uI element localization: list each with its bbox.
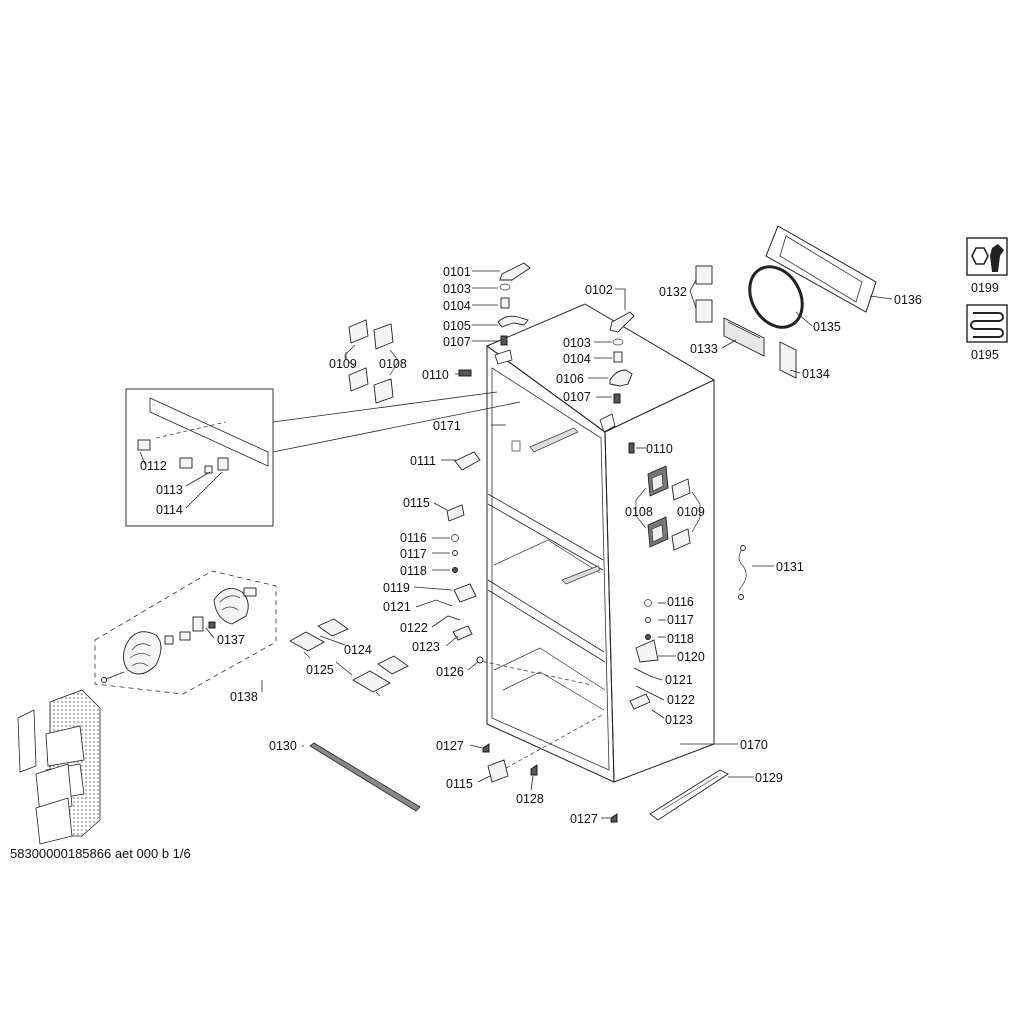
- top-hinge-left: [497, 262, 531, 346]
- label-0135: 0135: [813, 320, 841, 334]
- label-0117: 0117: [667, 613, 694, 627]
- label-0171: 0171: [433, 419, 461, 433]
- label-0119: 0119: [383, 581, 410, 595]
- label-0118: 0118: [667, 632, 694, 646]
- control-parts: [695, 225, 877, 379]
- label-0123: 0123: [665, 713, 693, 727]
- appliance-overview-icon: [17, 689, 101, 845]
- label-0121: 0121: [383, 600, 411, 614]
- label-0195: 0195: [971, 348, 999, 362]
- small-fittings: [446, 369, 747, 823]
- document-reference: 58300000185866 aet 000 b 1/6: [10, 846, 191, 861]
- part-labels: 0101 0103 0104 0105 0107 0102 0103 0104 …: [140, 265, 999, 826]
- leader-lines: [139, 270, 893, 819]
- label-0109: 0109: [329, 357, 357, 371]
- label-0199: 0199: [971, 281, 999, 295]
- wrench-nut-icon: [966, 237, 1008, 276]
- label-0138: 0138: [230, 690, 258, 704]
- label-0128: 0128: [516, 792, 544, 806]
- label-0120: 0120: [677, 650, 705, 664]
- gasket-strip: [309, 742, 421, 812]
- label-0111: 0111: [410, 454, 436, 468]
- label-0125: 0125: [306, 663, 334, 677]
- label-0127: 0127: [570, 812, 598, 826]
- label-0118: 0118: [400, 564, 427, 578]
- label-0116: 0116: [400, 531, 427, 545]
- label-0121: 0121: [665, 673, 693, 687]
- label-0133: 0133: [690, 342, 718, 356]
- label-0130: 0130: [269, 739, 297, 753]
- label-0170: 0170: [740, 738, 768, 752]
- label-0123: 0123: [412, 640, 440, 654]
- label-0129: 0129: [755, 771, 783, 785]
- label-0122: 0122: [400, 621, 428, 635]
- detail-box: [125, 388, 521, 527]
- label-0108: 0108: [379, 357, 407, 371]
- label-0103: 0103: [563, 336, 591, 350]
- label-0115: 0115: [446, 777, 473, 791]
- label-0115: 0115: [403, 496, 430, 510]
- label-0122: 0122: [667, 693, 695, 707]
- label-0131: 0131: [776, 560, 804, 574]
- label-0110: 0110: [646, 442, 673, 456]
- label-0108: 0108: [625, 505, 653, 519]
- fan-assembly: [94, 570, 277, 695]
- label-0114: 0114: [156, 503, 183, 517]
- top-hinge-right: [609, 311, 635, 404]
- pad-cluster-upper: [344, 319, 399, 404]
- label-0103: 0103: [443, 282, 471, 296]
- label-0127: 0127: [436, 739, 464, 753]
- label-0110: 0110: [422, 368, 449, 382]
- label-0104: 0104: [563, 352, 591, 366]
- label-0116: 0116: [667, 595, 694, 609]
- label-0117: 0117: [400, 547, 427, 561]
- label-0126: 0126: [436, 665, 464, 679]
- fridge-cabinet: [475, 303, 716, 783]
- label-0102: 0102: [585, 283, 613, 297]
- label-0105: 0105: [443, 319, 471, 333]
- heating-coil-icon: [966, 304, 1008, 343]
- label-0107: 0107: [443, 335, 471, 349]
- label-0124: 0124: [344, 643, 372, 657]
- label-0104: 0104: [443, 299, 471, 313]
- label-0113: 0113: [156, 483, 183, 497]
- label-0112: 0112: [140, 459, 167, 473]
- bottom-rail: [649, 769, 729, 821]
- label-0134: 0134: [802, 367, 830, 381]
- pad-cluster-side: [635, 465, 701, 551]
- label-0136: 0136: [894, 293, 922, 307]
- label-0132: 0132: [659, 285, 687, 299]
- label-0109: 0109: [677, 505, 705, 519]
- label-0101: 0101: [443, 265, 471, 279]
- label-0106: 0106: [556, 372, 584, 386]
- label-0107: 0107: [563, 390, 591, 404]
- label-0137: 0137: [217, 633, 245, 647]
- tray-parts: [289, 618, 409, 697]
